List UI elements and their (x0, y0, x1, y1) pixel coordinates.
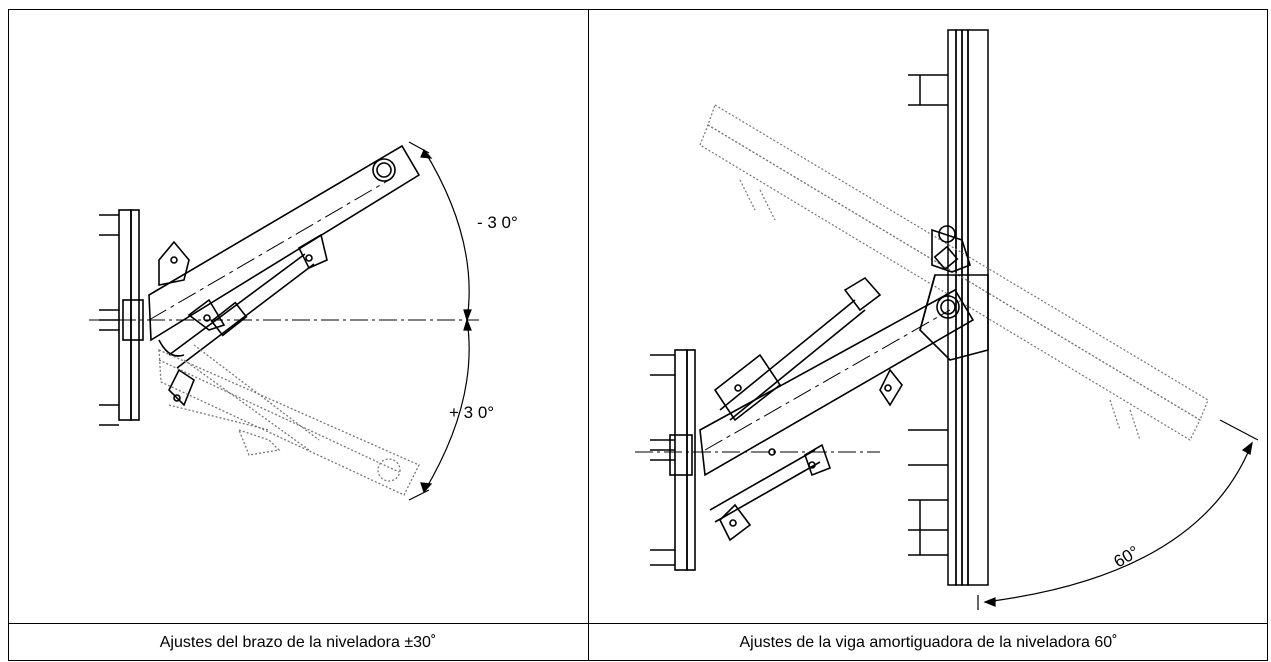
caption-arm-adjustment: Ajustes del brazo de la niveladora ±30˚ (159, 634, 437, 651)
upper-arm (148, 144, 421, 407)
mounting-frame (99, 209, 144, 426)
figure-table: - 3 0° + 3 0° (8, 9, 1268, 661)
beam-adjustment-drawing: 60° (590, 10, 1266, 622)
column-divider (588, 9, 589, 660)
main-arm (699, 225, 989, 542)
angle-label-minus-30: - 3 0° (477, 213, 518, 232)
angle-dimension-arc (977, 419, 1259, 610)
angle-dimension-arcs (408, 141, 472, 501)
caption-beam-adjustment: Ajustes de la viga amortiguadora de la n… (739, 634, 1118, 651)
caption-divider (8, 623, 1267, 624)
lower-arm-phantom (158, 344, 420, 496)
angle-label-60: 60° (1111, 542, 1143, 571)
mounting-frame (650, 349, 696, 571)
beam-drawing-svg: 60° (635, 29, 1259, 610)
angle-label-plus-30: + 3 0° (449, 403, 494, 422)
beam-phantom-60 (699, 104, 1209, 441)
arm-adjustment-drawing: - 3 0° + 3 0° (9, 10, 587, 622)
vertical-beam (908, 29, 989, 586)
arm-drawing-svg: - 3 0° + 3 0° (89, 141, 518, 501)
table-border (8, 9, 1268, 661)
